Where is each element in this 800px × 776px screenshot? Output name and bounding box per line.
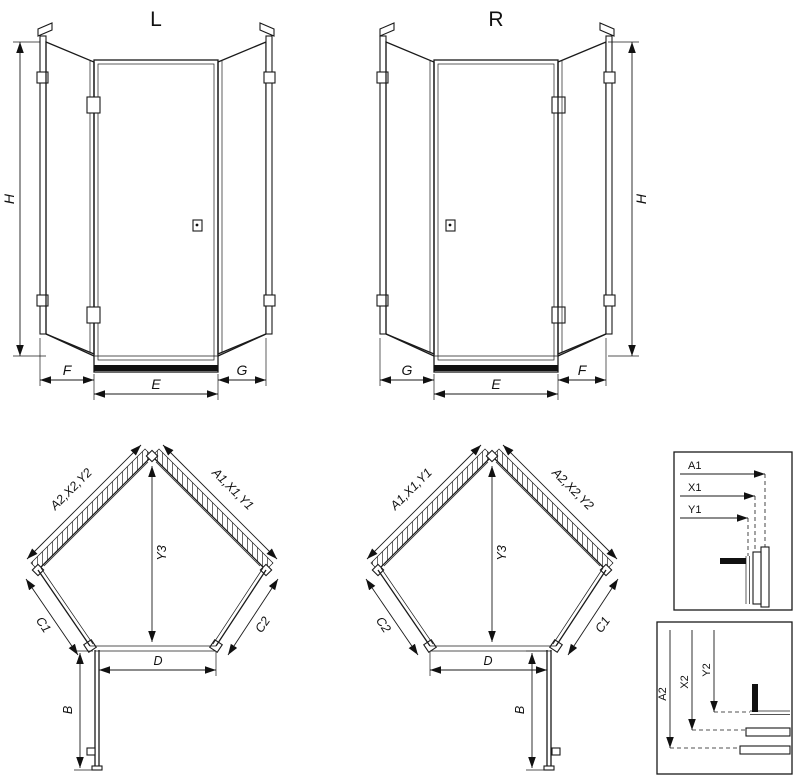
tray-bottom-edges — [385, 333, 607, 357]
wall-profile-detail-bottom: A2 X2 Y2 — [656, 621, 793, 775]
threshold-sill — [434, 365, 558, 371]
door-panel-left-view — [86, 59, 219, 373]
detail-dimension-lines: A2 X2 Y2 — [657, 630, 750, 749]
dim-label-y3: Y3 — [155, 545, 169, 560]
wall-profile-left — [36, 22, 53, 335]
profile-section-detail — [739, 684, 791, 755]
dim-label-d: D — [483, 654, 492, 668]
profile-section-detail — [720, 546, 770, 608]
door-handle-icon — [86, 747, 96, 756]
dim-label-e-left: E — [151, 376, 161, 392]
detail-dimension-lines: A1 X1 Y1 — [680, 460, 766, 556]
wall-bracket-icon — [376, 71, 389, 84]
glass-clamp-bar — [720, 558, 746, 564]
dim-label-g-right: G — [402, 362, 413, 378]
dim-label-d: D — [153, 654, 162, 668]
dim-label-c1: C1 — [33, 614, 54, 635]
elevation-right-view: R — [376, 8, 649, 400]
height-dimension-left-view: H — [1, 41, 46, 357]
dim-label-c2: C2 — [252, 614, 273, 635]
bottom-dimensions-left-view: F E G — [39, 338, 267, 400]
door-panel-right-view — [433, 59, 566, 373]
dim-label-height-left: H — [1, 193, 17, 204]
wall-profile-right — [259, 22, 276, 335]
elevation-left-view: L H — [1, 8, 276, 400]
wall-bracket-icon — [263, 294, 276, 307]
variant-label-left: L — [150, 8, 162, 31]
height-dimension-right-view: H — [608, 41, 649, 357]
plan-left-view: Y3 A2,X2,Y2 A1,X1,Y1 C1 C2 D B — [25, 444, 279, 771]
dim-label-c1: C1 — [592, 614, 613, 635]
glass-clamp-bar — [752, 684, 758, 712]
wall-channel — [739, 745, 791, 755]
dim-label-g-left: G — [237, 362, 248, 378]
hinge-top-icon — [86, 96, 101, 114]
dim-label-b: B — [61, 706, 75, 714]
dim-label-f-left: F — [63, 362, 73, 378]
wall-bracket-icon — [603, 294, 616, 307]
dim-label-y3: Y3 — [495, 545, 509, 560]
side-panel-left — [385, 41, 435, 355]
wall-channel — [760, 546, 770, 608]
adjustment-profile — [745, 727, 791, 737]
detail-label-x2: X2 — [679, 675, 691, 688]
detail-box-frame — [673, 451, 793, 611]
dim-label-b: B — [513, 706, 527, 714]
variant-label-right: R — [488, 8, 503, 31]
dim-label-height-right: H — [633, 193, 649, 204]
detail-label-a1: A1 — [688, 460, 701, 472]
door-handle-icon — [551, 747, 561, 756]
wall-bracket-icon — [36, 71, 49, 84]
wall-bracket-icon — [263, 71, 276, 84]
adjustment-profile — [752, 551, 762, 605]
wall-profile-detail-top: A1 X1 Y1 — [673, 451, 793, 611]
threshold-sill — [94, 365, 218, 371]
door-handle-icon — [445, 219, 456, 232]
wall-profile-right — [599, 22, 616, 335]
detail-label-x1: X1 — [688, 482, 701, 494]
dim-label-e-right: E — [491, 376, 501, 392]
wall-bracket-icon — [603, 71, 616, 84]
bottom-dimensions-right-view: G E F — [379, 338, 607, 400]
detail-label-y1: Y1 — [688, 504, 701, 516]
open-door-swing — [86, 650, 103, 771]
detail-box-frame — [656, 621, 793, 775]
hinge-bottom-icon — [86, 306, 101, 324]
wall-bracket-icon — [376, 294, 389, 307]
tray-bottom-edges — [45, 333, 267, 357]
door-handle-icon — [192, 219, 203, 232]
dim-label-f-right: F — [578, 362, 588, 378]
side-panel-right — [217, 41, 267, 355]
dim-label-c2: C2 — [373, 614, 394, 635]
detail-label-a2: A2 — [657, 687, 669, 700]
door-end-cap — [543, 765, 555, 771]
detail-label-y2: Y2 — [701, 663, 713, 676]
wall-bracket-icon — [36, 294, 49, 307]
plan-right-view: Y3 A1,X1,Y1 A2,X2,Y2 C2 C1 D B — [365, 444, 619, 771]
door-end-cap — [91, 765, 103, 771]
open-door-swing — [543, 650, 561, 771]
